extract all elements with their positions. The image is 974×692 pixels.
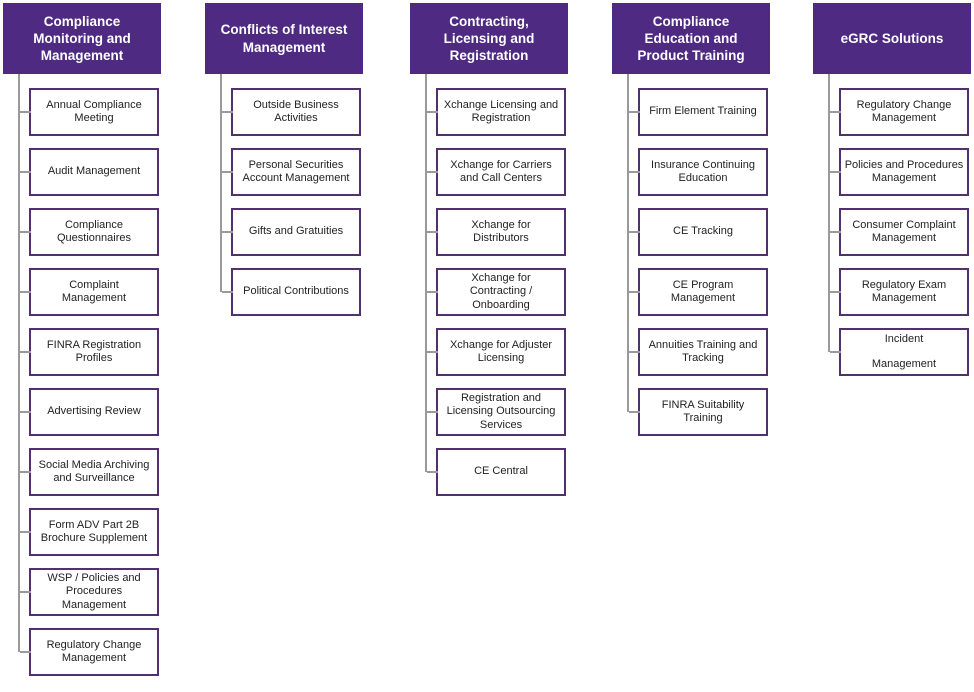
product-box: FINRA Suitability Training: [629, 388, 768, 436]
product-box-label: Compliance Questionnaires: [57, 218, 131, 244]
product-box: Incident Management: [830, 328, 969, 376]
product-box-label: Gifts and Gratuities: [248, 225, 344, 238]
product-box-label: Registration and Licensing Outsourcing S…: [446, 392, 556, 431]
product-box: Xchange for Distributors: [427, 208, 566, 256]
product-box-label: Firm Element Training: [649, 105, 757, 118]
category-header: Compliance Monitoring and Management: [3, 3, 161, 74]
product-box-label: FINRA Registration Profiles: [46, 338, 142, 364]
product-box-label: Personal Securities Account Management: [242, 158, 350, 184]
product-box: Xchange for Contracting / Onboarding: [427, 268, 566, 316]
product-box: Xchange for Adjuster Licensing: [427, 328, 566, 376]
product-box-label: Outside Business Activities: [253, 98, 339, 124]
product-box-label: Consumer Complaint Management: [852, 218, 956, 244]
product-box: Outside Business Activities: [222, 88, 361, 136]
product-box: Regulatory Change Management: [830, 88, 969, 136]
product-box-label: CE Tracking: [673, 225, 733, 238]
product-box: Xchange Licensing and Registration: [427, 88, 566, 136]
category-header: Compliance Education and Product Trainin…: [612, 3, 770, 74]
product-box: Personal Securities Account Management: [222, 148, 361, 196]
product-box: Social Media Archiving and Surveillance: [20, 448, 159, 496]
product-box-label: Social Media Archiving and Surveillance: [38, 458, 150, 484]
product-box: CE Program Management: [629, 268, 768, 316]
product-box: Gifts and Gratuities: [222, 208, 361, 256]
product-box: Form ADV Part 2B Brochure Supplement: [20, 508, 159, 556]
product-box-label: CE Program Management: [670, 278, 736, 304]
product-box-label: Xchange Licensing and Registration: [443, 98, 559, 124]
product-box: WSP / Policies and Procedures Management: [20, 568, 159, 616]
product-box-label: Policies and Procedures Management: [844, 158, 964, 184]
product-box-label: Advertising Review: [47, 405, 141, 418]
product-box-label: Annual Compliance Meeting: [46, 98, 142, 124]
product-box: Annual Compliance Meeting: [20, 88, 159, 136]
product-box-label: Xchange for Adjuster Licensing: [449, 338, 553, 364]
product-box: Regulatory Change Management: [20, 628, 159, 676]
product-box-label: Regulatory Change Management: [856, 98, 952, 124]
product-box-label: Regulatory Exam Management: [861, 278, 947, 304]
product-box: Insurance Continuing Education: [629, 148, 768, 196]
product-box-label: Xchange for Carriers and Call Centers: [450, 158, 552, 184]
product-box-label: Annuities Training and Tracking: [648, 338, 758, 364]
product-box-label: Regulatory Change Management: [46, 638, 142, 664]
category-header: Contracting, Licensing and Registration: [410, 3, 568, 74]
product-box-label: Xchange for Distributors: [471, 218, 531, 244]
product-box: Advertising Review: [20, 388, 159, 436]
product-box: Annuities Training and Tracking: [629, 328, 768, 376]
product-box: Audit Management: [20, 148, 159, 196]
product-box: Xchange for Carriers and Call Centers: [427, 148, 566, 196]
product-box: CE Tracking: [629, 208, 768, 256]
product-box-label: FINRA Suitability Training: [661, 398, 745, 424]
product-box-label: Incident Management: [871, 332, 937, 370]
product-box: CE Central: [427, 448, 566, 496]
category-header: eGRC Solutions: [813, 3, 971, 74]
product-box: Political Contributions: [222, 268, 361, 316]
product-box-label: Insurance Continuing Education: [651, 158, 755, 184]
product-box-label: Xchange for Contracting / Onboarding: [469, 272, 533, 311]
product-box: Compliance Questionnaires: [20, 208, 159, 256]
product-box: Firm Element Training: [629, 88, 768, 136]
product-box-label: Audit Management: [47, 165, 141, 178]
product-box-label: Form ADV Part 2B Brochure Supplement: [40, 518, 148, 544]
connector-vertical-line: [18, 74, 20, 652]
product-box: Regulatory Exam Management: [830, 268, 969, 316]
product-box-label: Political Contributions: [243, 285, 349, 298]
connector-vertical-line: [220, 74, 222, 292]
product-box-label: WSP / Policies and Procedures Management: [47, 572, 141, 611]
category-column-4: Compliance Education and Product Trainin…: [612, 3, 770, 448]
product-box-label: Complaint Management: [61, 278, 127, 304]
product-box: FINRA Registration Profiles: [20, 328, 159, 376]
connector-vertical-line: [425, 74, 427, 472]
product-box: Complaint Management: [20, 268, 159, 316]
product-box: Policies and Procedures Management: [830, 148, 969, 196]
product-box-label: CE Central: [474, 465, 528, 478]
product-box: Registration and Licensing Outsourcing S…: [427, 388, 566, 436]
connector-vertical-line: [828, 74, 830, 352]
category-header: Conflicts of Interest Management: [205, 3, 363, 74]
connector-vertical-line: [627, 74, 629, 412]
product-box: Consumer Complaint Management: [830, 208, 969, 256]
